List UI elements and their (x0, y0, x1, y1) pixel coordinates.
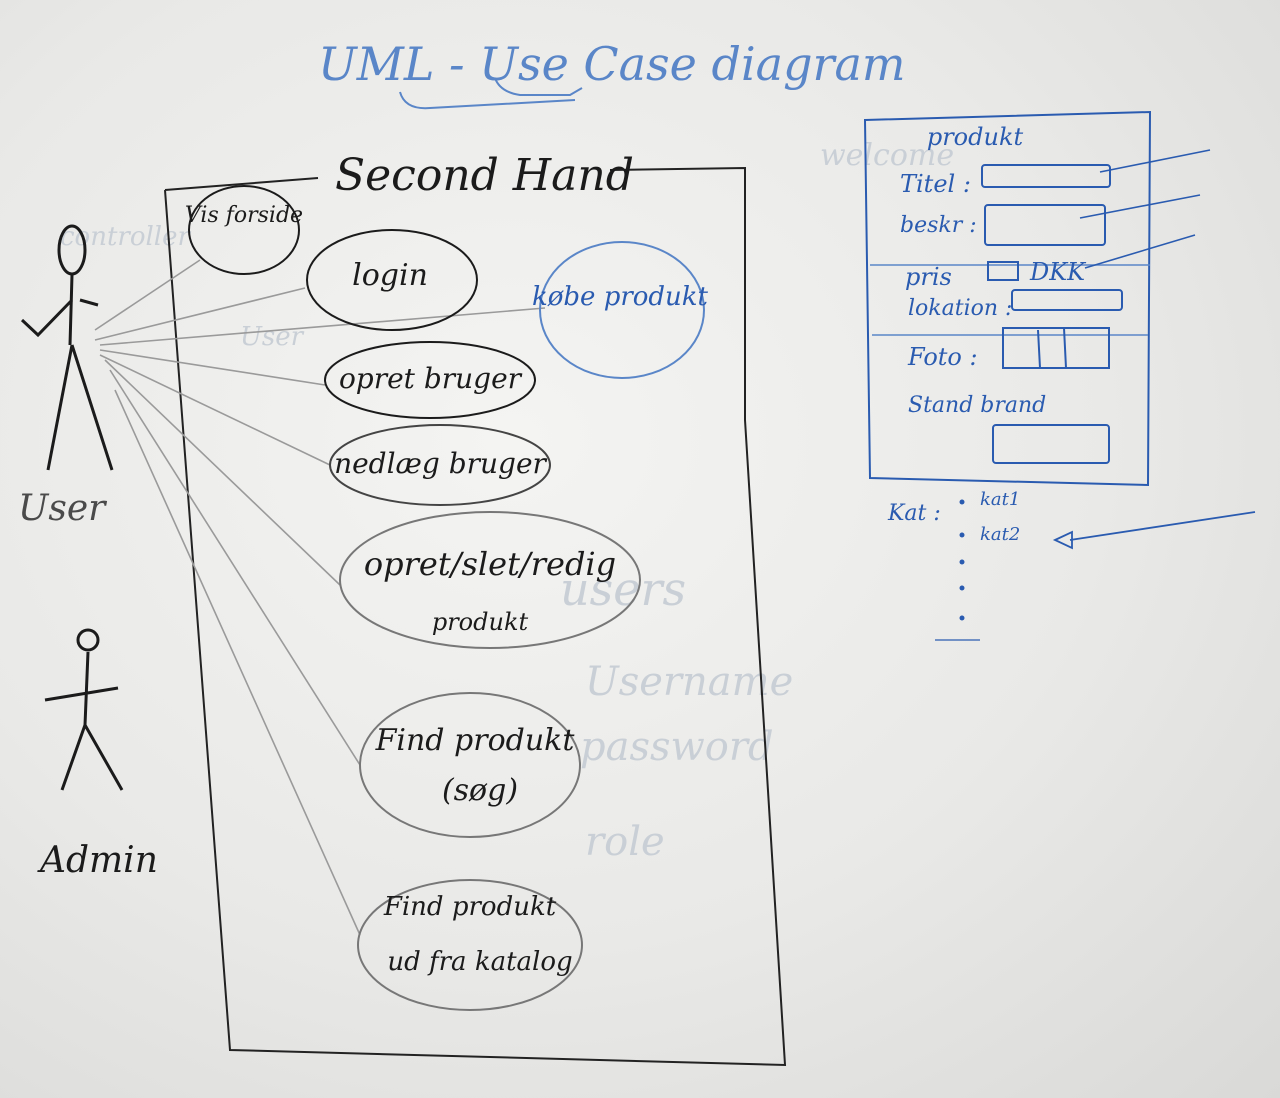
ghost-password: password (580, 724, 774, 770)
use-case-opret-bruger-label: opret bruger (339, 362, 523, 395)
kat-item-2: kat2 (980, 524, 1020, 545)
field-stand-brand-input (992, 424, 1110, 464)
assoc-find-produkt (109, 369, 361, 766)
title-underline (399, 91, 576, 110)
field-pris-currency: DKK (1029, 258, 1087, 286)
actor-admin-label: Admin (37, 840, 158, 881)
field-foto-label: Foto : (907, 343, 978, 371)
use-case-find-produkt-label: Find produkt (375, 723, 576, 758)
field-lokation-label: lokation : (908, 296, 1012, 321)
field-foto-input (1002, 327, 1110, 369)
form-dividers (870, 264, 1150, 336)
field-pris-input (987, 261, 1019, 281)
assoc-opret-slet (104, 359, 341, 586)
ghost-writing: Username password role users User contro… (60, 138, 954, 865)
kat-arrow-icon (1052, 511, 1256, 550)
diagram-title: UML - Use Case diagram (318, 37, 906, 110)
use-case-opret-bruger: opret bruger (324, 341, 536, 419)
field-titel-label: Titel : (900, 170, 971, 198)
assoc-opret-bruger (99, 349, 326, 386)
associations (94, 259, 546, 936)
use-case-nedlaeg-bruger: nedlæg bruger (329, 424, 551, 506)
assoc-login (94, 287, 306, 341)
product-form-sketch: produkt Titel : beskr : pris DKK lokatio… (863, 110, 1211, 487)
admin-body-icon (44, 651, 124, 791)
use-case-vis-forside: Vis forside (185, 185, 303, 275)
category-list: Kat : kat1 kat2 (887, 489, 1256, 641)
kat-bullets (959, 499, 965, 621)
use-case-login: login (306, 229, 478, 331)
ghost-user: User (240, 322, 305, 352)
field-titel-input (981, 164, 1111, 188)
use-case-kobe-produkt-label: købe produkt (532, 282, 709, 312)
assoc-vis-forside (94, 259, 201, 331)
field-stand-brand-label: Stand brand (908, 393, 1046, 418)
title-text: UML - Use Case diagram (318, 37, 906, 91)
actor-admin (44, 628, 124, 791)
user-body-icon (20, 274, 114, 471)
actor-user-label: User (18, 488, 107, 529)
field-pris-label: pris (905, 263, 952, 291)
ghost-role: role (585, 819, 665, 865)
field-foto-dividers (1037, 327, 1067, 369)
use-case-find-katalog-sub: ud fra katalog (387, 947, 572, 977)
assoc-find-katalog (114, 389, 361, 936)
assoc-kobe-produkt (99, 307, 546, 346)
system-name: Second Hand (335, 150, 634, 201)
use-case-opret-slet-redig-label: opret/slet/redig (364, 545, 616, 583)
use-case-find-katalog: Find produkt ud fra katalog (357, 879, 583, 1011)
system-boundary-rect (164, 166, 787, 1067)
field-beskr-label: beskr : (900, 213, 977, 238)
use-case-kobe-produkt: købe produkt (532, 241, 709, 379)
form-title: produkt (927, 123, 1024, 151)
field-lokation-input (1011, 289, 1123, 311)
system-boundary: Second Hand (164, 150, 787, 1067)
use-case-vis-forside-label: Vis forside (185, 203, 303, 228)
field-beskr-input (984, 204, 1106, 246)
kat-item-1: kat1 (980, 489, 1020, 510)
use-case-nedlaeg-bruger-label: nedlæg bruger (334, 447, 547, 480)
kat-label: Kat : (887, 501, 941, 526)
ghost-controller: controller (60, 222, 192, 252)
use-case-find-produkt: Find produkt (søg) (359, 692, 581, 838)
admin-head-icon (76, 628, 100, 652)
title-underline-arrow (494, 77, 583, 96)
ghost-username: Username (585, 659, 793, 705)
user-head-icon (57, 224, 87, 276)
use-case-find-produkt-sub: (søg) (442, 773, 518, 808)
use-case-find-katalog-label: Find produkt (383, 892, 557, 922)
use-case-login-label: login (352, 258, 428, 293)
ghost-welcome: welcome (820, 138, 954, 173)
form-frame (863, 110, 1152, 487)
use-case-opret-slet-redig: opret/slet/redig produkt (339, 511, 641, 649)
form-arrows (1079, 149, 1211, 269)
ghost-users: users (560, 562, 686, 616)
assoc-nedlaeg-bruger (99, 354, 331, 466)
use-case-opret-slet-redig-sub: produkt (432, 608, 529, 636)
actor-user (20, 224, 114, 471)
